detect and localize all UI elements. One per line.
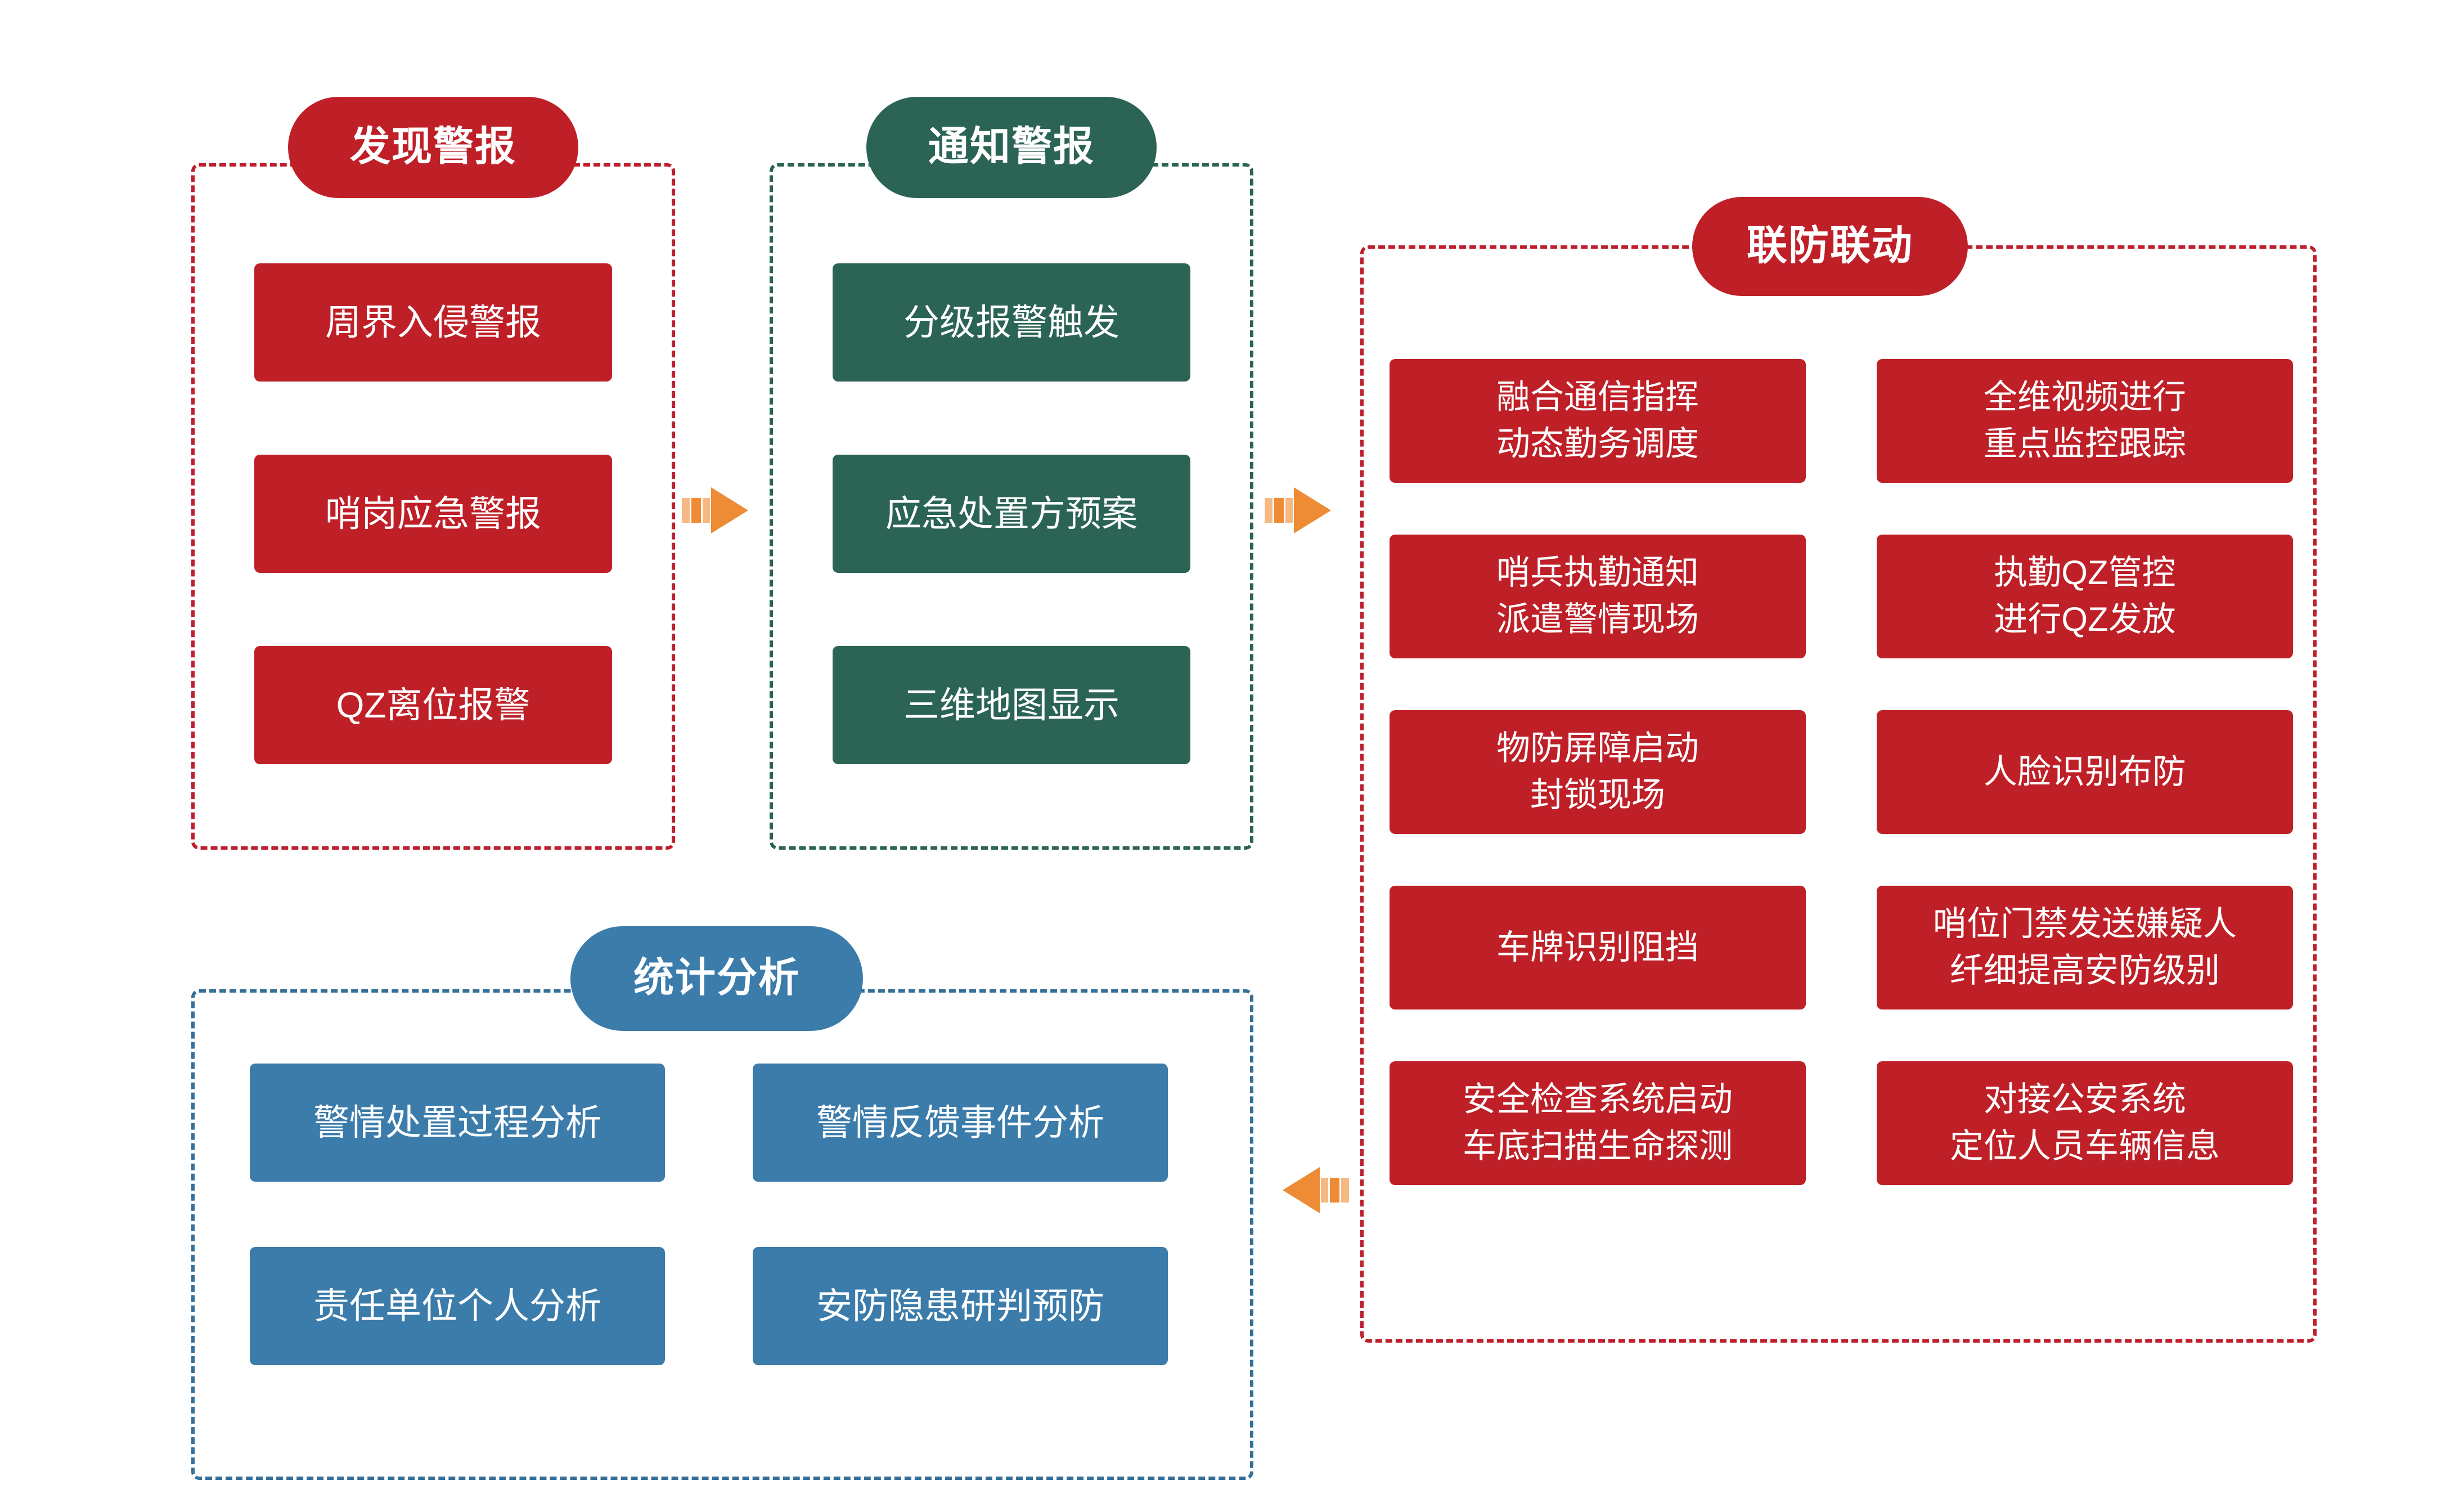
card-joint-defense-left-1[interactable]: 融合通信指挥 动态勤务调度 <box>1390 359 1806 483</box>
card-notify-alarm-2[interactable]: 应急处置方预案 <box>833 455 1190 573</box>
card-notify-alarm-3[interactable]: 三维地图显示 <box>833 646 1190 764</box>
card-joint-defense-right-5[interactable]: 对接公安系统 定位人员车辆信息 <box>1877 1061 2293 1185</box>
arrow-notify-to-joint-icon <box>1265 479 1338 541</box>
group-title-statistics-analysis[interactable]: 统计分析 <box>570 926 863 1031</box>
card-joint-defense-left-2[interactable]: 哨兵执勤通知 派遣警情现场 <box>1390 535 1806 658</box>
card-joint-defense-right-3[interactable]: 人脸识别布防 <box>1877 710 2293 834</box>
group-title-discover-alarm[interactable]: 发现警报 <box>288 97 578 198</box>
card-joint-defense-right-2[interactable]: 执勤QZ管控 进行QZ发放 <box>1877 535 2293 658</box>
group-title-notify-alarm[interactable]: 通知警报 <box>866 97 1157 198</box>
card-joint-defense-left-5[interactable]: 安全检查系统启动 车底扫描生命探测 <box>1390 1061 1806 1185</box>
card-joint-defense-right-1[interactable]: 全维视频进行 重点监控跟踪 <box>1877 359 2293 483</box>
group-title-joint-defense[interactable]: 联防联动 <box>1692 197 1968 296</box>
panel-statistics-analysis <box>191 989 1253 1480</box>
card-statistics-left-1[interactable]: 警情处置过程分析 <box>250 1064 665 1182</box>
card-statistics-left-2[interactable]: 责任单位个人分析 <box>250 1247 665 1365</box>
card-discover-alarm-1[interactable]: 周界入侵警报 <box>254 263 612 382</box>
card-notify-alarm-1[interactable]: 分级报警触发 <box>833 263 1190 382</box>
card-statistics-right-1[interactable]: 警情反馈事件分析 <box>753 1064 1168 1182</box>
arrow-discover-to-notify-icon <box>682 479 755 541</box>
card-discover-alarm-3[interactable]: QZ离位报警 <box>254 646 612 764</box>
card-discover-alarm-2[interactable]: 哨岗应急警报 <box>254 455 612 573</box>
card-joint-defense-left-4[interactable]: 车牌识别阻挡 <box>1390 886 1806 1010</box>
card-joint-defense-right-4[interactable]: 哨位门禁发送嫌疑人 纤细提高安防级别 <box>1877 886 2293 1010</box>
card-joint-defense-left-3[interactable]: 物防屏障启动 封锁现场 <box>1390 710 1806 834</box>
arrow-joint-to-statistics-icon <box>1276 1159 1349 1221</box>
card-statistics-right-2[interactable]: 安防隐患研判预防 <box>753 1247 1168 1365</box>
